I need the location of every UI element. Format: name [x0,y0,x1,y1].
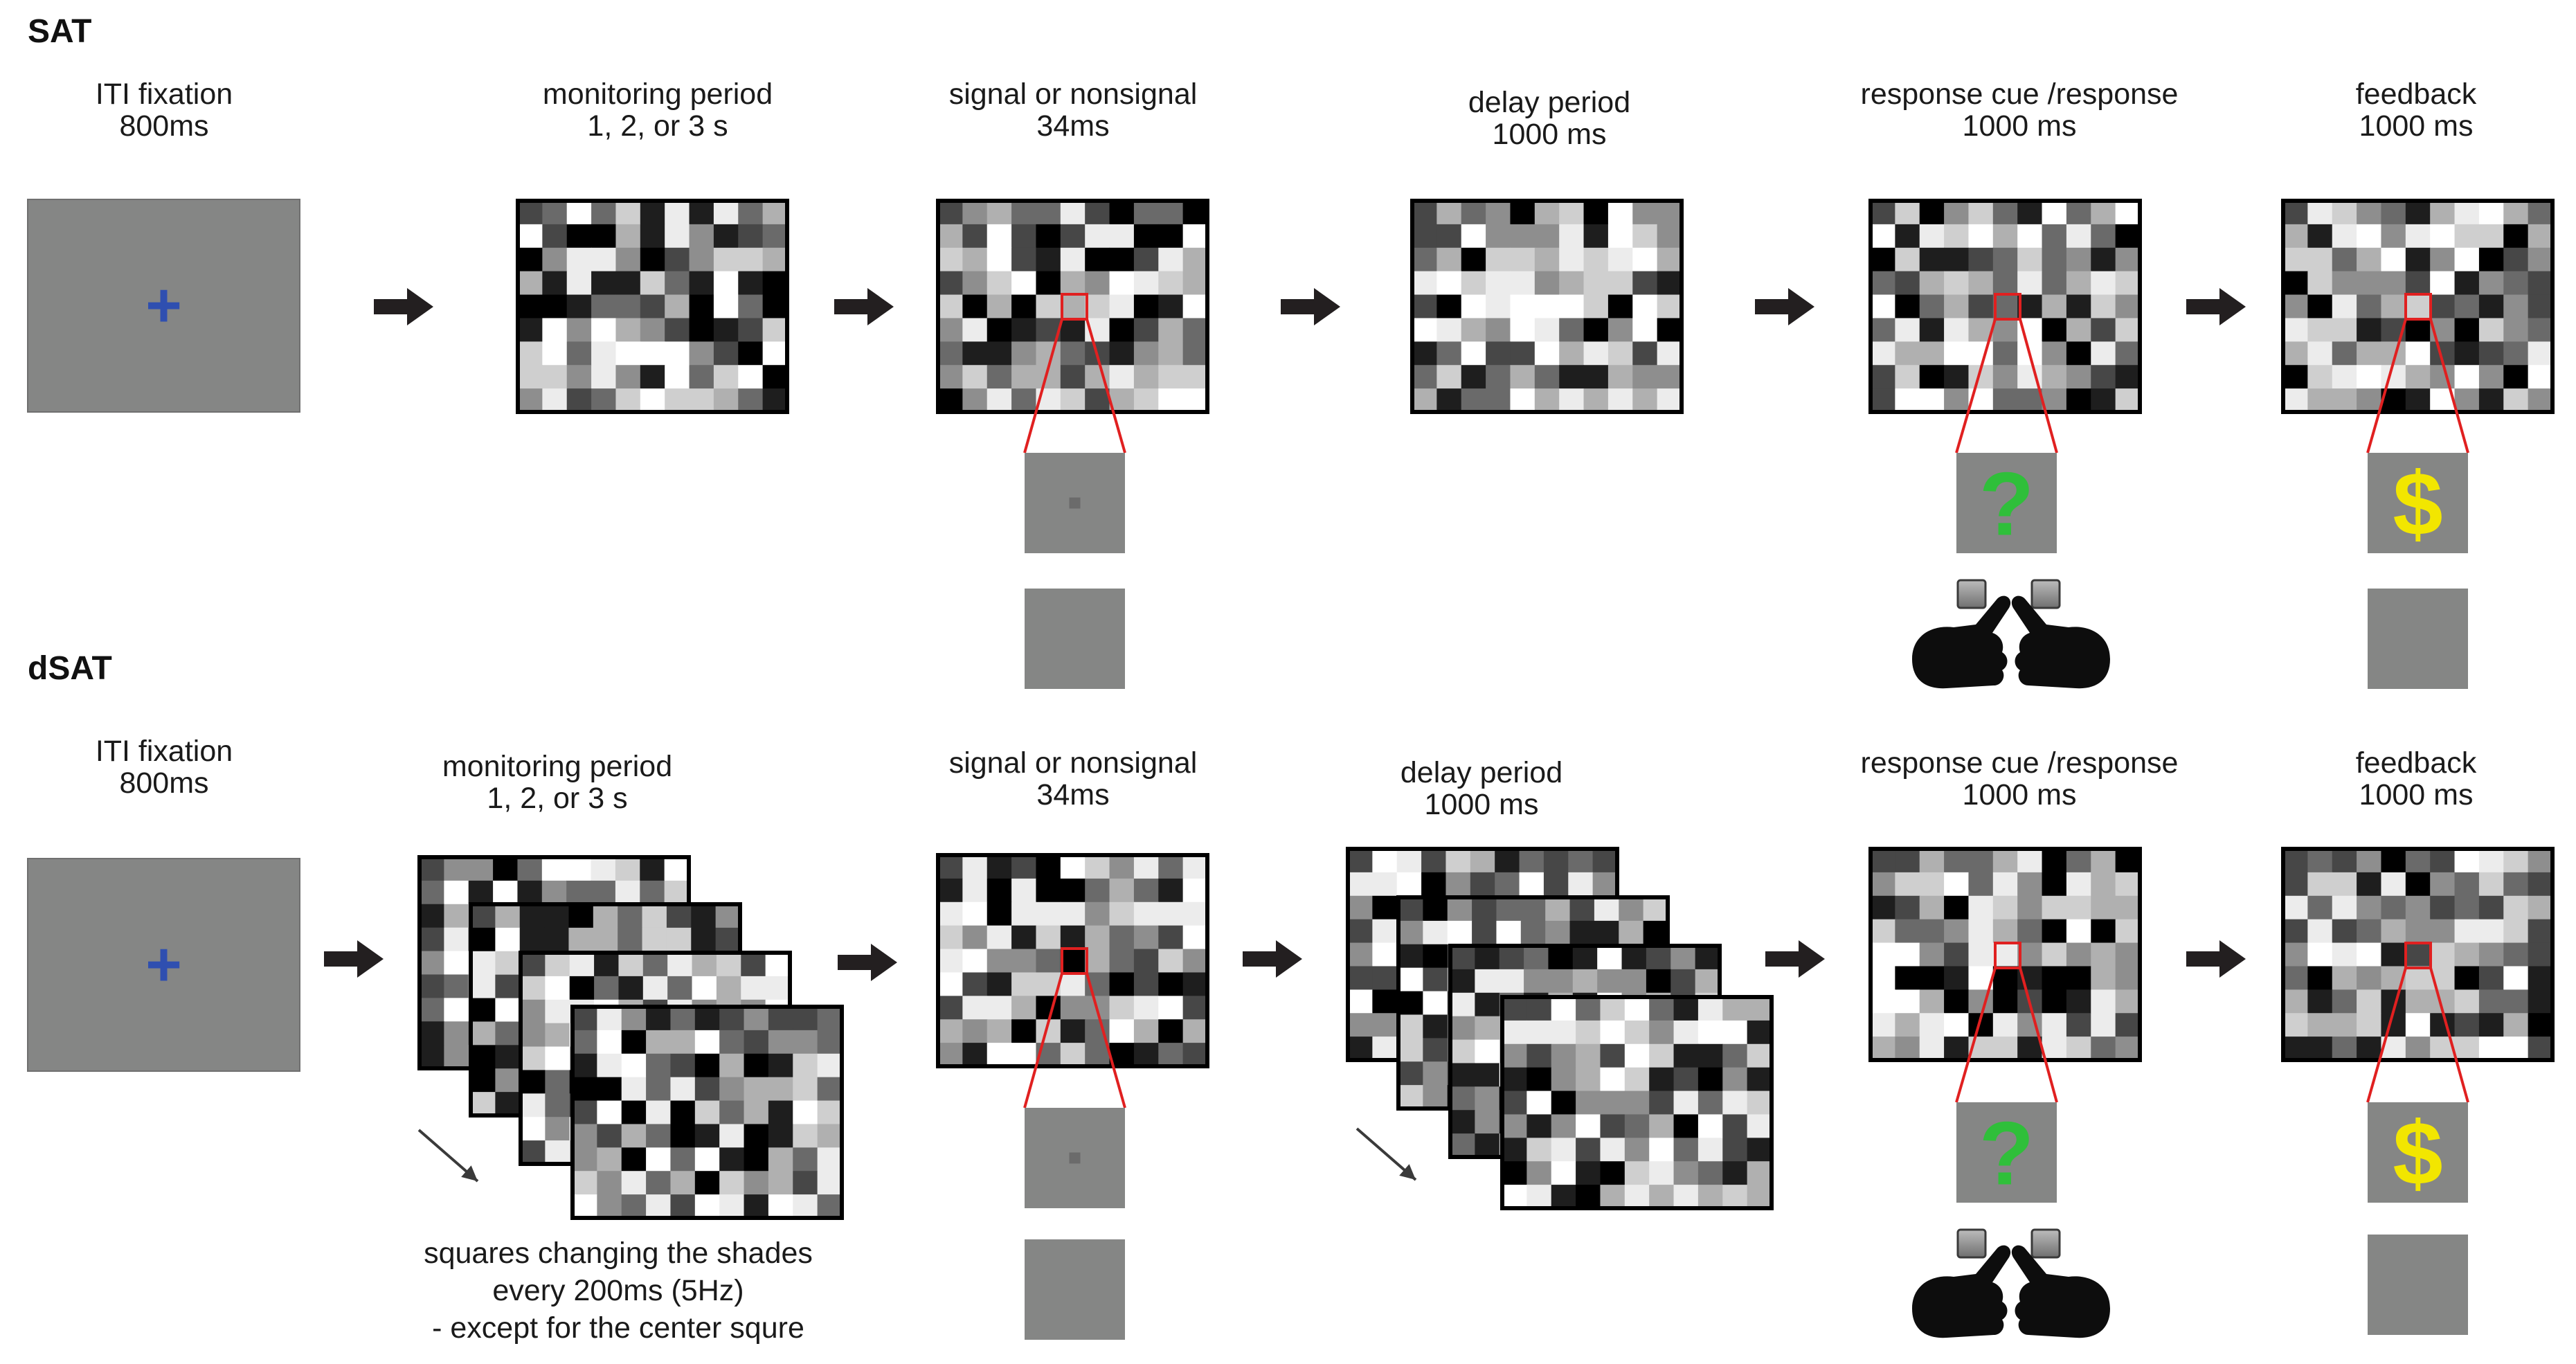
sat-hand-left-icon [1912,595,2011,689]
dsat-signal-screen [936,853,1209,1068]
section-label-sat: SAT [28,13,92,50]
sat-iti-screen: + [27,199,300,413]
sat-arrow-1 [374,288,433,325]
sat-signal-square [1025,453,1125,553]
dsat-iti-screen: + [27,858,300,1072]
sat-arrow-3 [1281,288,1340,325]
sat-response-cue-square: ? [1956,453,2057,555]
sat-arrow-5 [2186,288,2246,325]
dsat-hand-left-icon [1912,1245,2011,1338]
fixation-cross-icon: + [145,931,182,1000]
section-label-dsat: dSAT [28,650,112,687]
dollar-icon: $ [2393,454,2442,555]
dsat-arrow-1 [324,940,384,978]
dsat-nonsignal-square [1025,1239,1125,1340]
dsat-monitoring-direction-arrow [417,1129,479,1183]
dsat-monitoring-frame-4 [570,1005,844,1220]
dsat-response-key-left [1956,1228,1987,1259]
sat-arrow-4 [1755,288,1814,325]
signal-dot [1069,497,1081,509]
dsat-delay-frame-4 [1500,995,1774,1210]
sat-feedback-screen [2281,199,2555,414]
dsat-nofeedback-square [2368,1235,2468,1335]
dsat-response-key-right [2030,1228,2061,1259]
dsat-delay-direction-arrow [1355,1127,1417,1181]
dsat-feedback-screen [2281,847,2555,1062]
dsat-feedback-square: $ [2368,1102,2468,1204]
question-mark-icon: ? [1979,1103,2034,1204]
sat-feedback-zoom [2366,293,2469,454]
sat-delay-screen [1410,199,1684,414]
dsat-response-zoom [1955,942,2058,1103]
dsat-response-cue-square: ? [1956,1102,2057,1204]
dsat-arrow-2 [838,944,897,981]
sat-nofeedback-square [2368,589,2468,689]
signal-dot [1069,1152,1081,1164]
sat-monitoring-screen [516,199,789,414]
dsat-signal-square [1025,1108,1125,1208]
sat-feedback-square: $ [2368,453,2468,555]
sat-response-screen [1868,199,2142,414]
sat-signal-screen [936,199,1209,414]
sat-hand-right-icon [2011,595,2110,689]
dollar-icon: $ [2393,1103,2442,1204]
dsat-response-screen [1868,847,2142,1062]
sat-response-zoom [1955,293,2058,454]
dsat-signal-zoom [1023,947,1126,1109]
question-mark-icon: ? [1979,454,2034,555]
fixation-cross-icon: + [145,271,182,341]
dsat-feedback-zoom [2366,942,2469,1103]
sat-nonsignal-square [1025,589,1125,689]
sat-arrow-2 [834,288,894,325]
sat-signal-zoom [1023,293,1126,454]
sat-response-key-left [1956,579,1987,609]
sat-response-key-right [2030,579,2061,609]
dsat-hand-right-icon [2011,1245,2110,1338]
dsat-arrow-5 [2186,940,2246,978]
dsat-arrow-3 [1243,940,1302,978]
dsat-arrow-4 [1765,940,1825,978]
